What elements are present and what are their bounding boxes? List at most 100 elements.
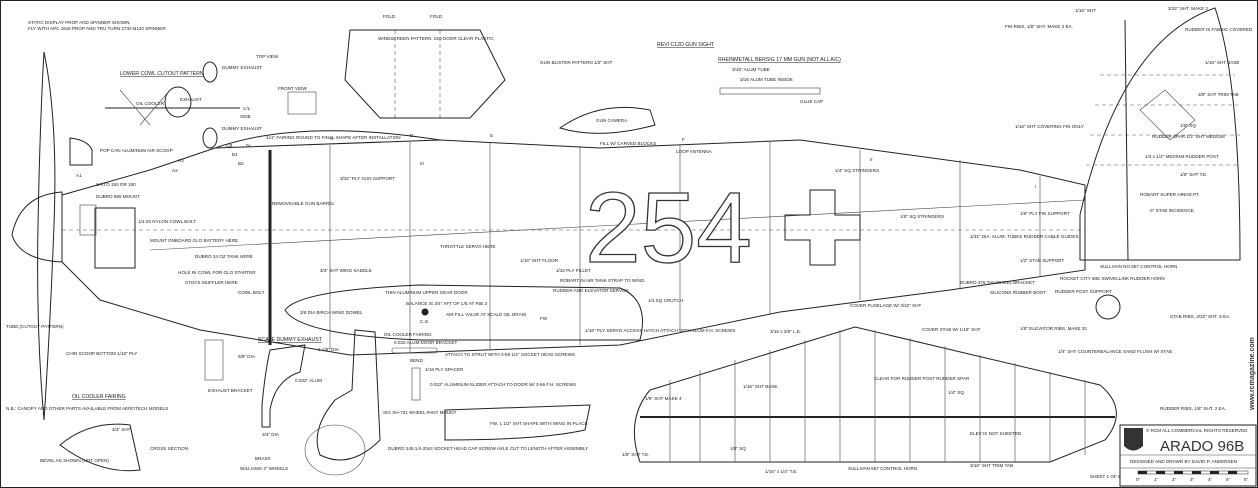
dia-34-label: 3/4" DIA [262, 432, 280, 437]
dummy-exhaust-1 [202, 61, 218, 83]
glo-starter-label: HOLE IN COWL FOR GLO STARTER [178, 270, 256, 275]
scale-exhaust-drawing [261, 344, 306, 428]
station-cb: CB [226, 143, 232, 148]
elev-not-sheeted-label: ELEV IS NOT SHEETED [970, 431, 1022, 436]
throttle-servo-label: THROTTLE SERVO HERE [440, 244, 496, 249]
windscreen-pattern [344, 29, 506, 119]
rudder-post-support-label: RUDDER POST SUPPORT [1055, 289, 1112, 294]
front-view-label: FRONT VIEW [278, 86, 307, 91]
cover-stab-label: COVER STAB W/ 1/16" SHT [922, 327, 981, 332]
fin-rudder-outline [1079, 7, 1241, 261]
rudder-ribs-label: RUDDER RIBS, 1/8" SHT. 2 EA. [1160, 406, 1226, 411]
rheinmetall-label: RHEINMETALL BERSIG 17 MM GUN (NOT ALL A/… [718, 57, 841, 63]
landing-gear-leg [316, 329, 381, 461]
dummy-exhaust-1-label: DUMMY EXHAUST [222, 65, 262, 70]
oil-cooler-label: OIL COOLER [136, 101, 165, 106]
robart-hinge-label: ROBART SUPER HINGE PT. [1140, 192, 1200, 197]
rudder-te-label: 1/8" SHT T.E. [1180, 172, 1208, 177]
dummy-exhaust-2 [202, 127, 218, 149]
counterbalance-label: 1/4" SHT COUNTERBALANCE SAND FLUSH W/ ST… [1058, 349, 1172, 354]
bevel-label: BEVEL AS SHOWN (NOT OPEN) [40, 458, 109, 463]
fin-covering-label: 1/16" SHT COVERING FIN ONLY [1015, 124, 1084, 129]
clear-rudder-label: CLEAR FOR RUDDER POST RUDDER SPAR [874, 376, 970, 381]
sq-18-label: 1/8" SQ [730, 446, 746, 451]
gun-barrel-label: REMOVEABLE GUN BARREL [272, 201, 335, 206]
fold-right-label: FOLD [430, 14, 443, 19]
front-view-box [287, 91, 317, 115]
glue-cap-label: GLUE CAP [800, 99, 823, 104]
scale-tick: 5" [1226, 477, 1231, 482]
rocket-city-label: ROCKET CITY 60E SWIVELLINK RUDDER HORN [1060, 276, 1165, 281]
tank-label: DUBRO 24 OZ TANK HERE [195, 254, 253, 259]
exhaust-outline [164, 86, 192, 118]
sq-18-fin-label: 1/8" SQ [1180, 123, 1196, 128]
stab-support-label: 1/2" STAB SUPPORT [1020, 258, 1065, 263]
scale-tick: 0" [1136, 477, 1141, 482]
propeller-blade [37, 51, 56, 421]
rudder-hinge-line [1124, 19, 1129, 261]
muffler-label: STOCK MUFFLER HERE [185, 280, 238, 285]
fuselage-number: 254 [585, 172, 752, 284]
wing-saddle-label: 3/4" SHT WING SADDLE [320, 268, 372, 273]
exhaust-bracket-label: EXHAUST BRACKET [208, 388, 253, 393]
designer-text: DESIGNED AND DRAWN BY DAVID P. ANDERSEN [1130, 459, 1237, 464]
balkenkreuz [784, 189, 861, 266]
stab-ribs-label: STAB RIBS, 3/32" SHT. 5 EA. [1170, 314, 1231, 319]
note-static-prop: STATIC DISPLAY PROP AND SPINNER SHOWN. [28, 20, 131, 25]
attach-strut-label: ATTACH TO STRUT WITH 2-56 1/4" SOCKET HE… [445, 352, 575, 357]
oil-fairing-label: OIL COOLER FAIRING [384, 332, 432, 337]
stab-sht-base-label: 1/16" SHT BASE [743, 384, 778, 389]
ply-fillet-label: 1/32 PLY FILLET [556, 268, 591, 273]
battery-label: MOUNT ONBOARD GLO BATTERY HERE [150, 238, 238, 243]
fuselage-outline [61, 139, 1086, 356]
gun-support-label: 3/32" PLY GUN SUPPORT [340, 176, 395, 181]
door-bracket-label: 0.032 ALUM DOOR BRACKET [394, 340, 458, 345]
dummy-exhaust-2-label: DUMMY EXHAUST [222, 126, 262, 131]
station-iii: III [420, 161, 424, 166]
scale-tick: 2" [1172, 477, 1177, 482]
floor-label: 1/16" SHT FLOOR [520, 258, 559, 263]
alum-tubes-label: 1/32" DIA. ALUM. TUBES RUDDER CABLE GUID… [970, 234, 1079, 239]
access-hatch-label: 1/16" PLY SERVO ACCESS HATCH ATTACH WITH… [585, 328, 735, 333]
tailwheel [1095, 294, 1121, 320]
top-view-label: TOP VIEW [256, 54, 279, 59]
stab-ribs [669, 330, 1086, 462]
station-iv: IV [246, 143, 251, 148]
station-c: C [330, 136, 334, 141]
brass-label: BRASS [255, 456, 271, 461]
station-a2: A2 [172, 168, 178, 173]
wheel-mount-label: SIG SH-731 WHEEL PANT MOUNT [383, 410, 457, 415]
cowl-bolt-label: COWL BOLT [238, 290, 265, 295]
engine-mount-label: DUBRO 686 MOUNT [96, 194, 140, 199]
cowl-front [79, 204, 97, 236]
ply-spacer-label: 1/16 PLY SPACER [425, 367, 464, 372]
canopy [214, 130, 441, 149]
balance-label: BALANCE IS 3/4" AFT OF L/E AT RIB 3 [406, 301, 487, 306]
firewall-shape [444, 404, 591, 441]
air-fill-label: AIR FILL VALVE AT SCALE OIL DRAIN [446, 312, 526, 317]
station-d: D [410, 133, 414, 138]
sheet-number: SHEET 1 OF 6 [1090, 474, 1121, 479]
birch-dowel-label: 3/8 DIA BIRCH WING DOWEL [300, 310, 363, 315]
engine [94, 207, 136, 269]
alum-032-label: 0.032" ALUM [295, 378, 322, 383]
rudder-spar-label: RUDDER SPAR 1/2" SHT MEDIUM [1152, 134, 1225, 139]
tailwheel-label: DUBRO 376 TAILWHEEL BRACKET [960, 280, 1035, 285]
air-scoop-pattern [69, 137, 93, 166]
exhaust-bracket [204, 339, 224, 381]
gun-camera-pod [558, 106, 656, 134]
scale-exhaust-label: SCALE DUMMY EXHAUST [258, 337, 323, 343]
exhaust-label: EXHAUST [180, 97, 202, 102]
station-f: F [682, 137, 685, 142]
rudder-servos-label: RUDDER AND ELEVATOR SERVOS [553, 288, 629, 293]
scale-tick: 3" [1190, 477, 1195, 482]
alum-slider-label: 0.032" ALUMINUM SLIDER ATTACH TO DOOR W/… [430, 382, 576, 387]
station-a3: A3 [178, 158, 184, 163]
gun-camera-label: GUN CAMERA [596, 118, 628, 123]
fin-ribs-label: FIN RIBS, 1/8" SHT. MAKE 2 EA. [1005, 24, 1073, 29]
swastika-outline [1139, 89, 1196, 141]
plan-title: ARADO 96B [1160, 438, 1244, 455]
fin-support-label: 1/8" PLY FIN SUPPORT [1020, 211, 1070, 216]
cg-symbol [421, 308, 429, 316]
